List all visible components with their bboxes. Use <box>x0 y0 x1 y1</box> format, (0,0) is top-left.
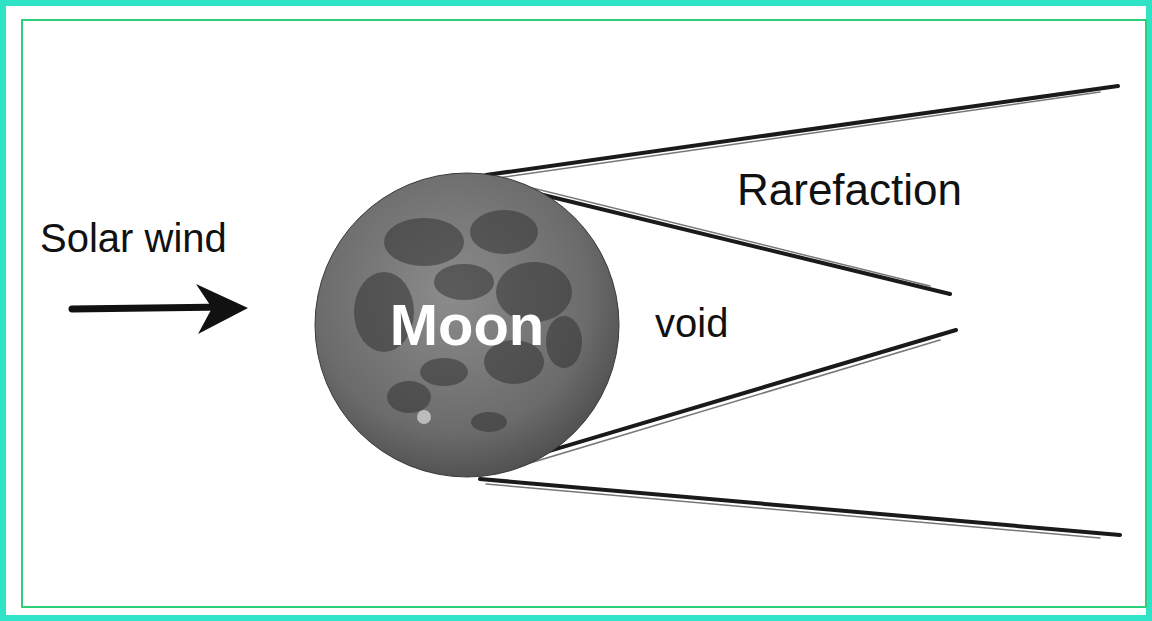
moon-circle: Moon <box>314 172 620 478</box>
moon-mare <box>546 316 582 368</box>
moon-crater <box>417 410 431 424</box>
outer-frame <box>3 3 1149 618</box>
moon-mare <box>384 218 464 266</box>
moon-mare <box>387 381 431 413</box>
moon-disc <box>315 173 619 477</box>
lower-outer-line-shade <box>486 484 1100 538</box>
moon-mare <box>470 210 538 254</box>
moon-mare <box>471 412 507 432</box>
upper-outer-line <box>486 86 1118 175</box>
arrow-head <box>196 284 248 334</box>
arrow-shaft <box>72 307 228 309</box>
lower-outer-line <box>480 479 1120 535</box>
moon-mare <box>420 358 468 386</box>
moon-mare <box>434 264 494 300</box>
moon-rim <box>315 173 619 477</box>
diagram-label: void <box>655 303 728 343</box>
diagram-label: Solar wind <box>40 218 227 258</box>
solar-wind-arrow <box>72 284 248 334</box>
moon-label: Moon <box>390 296 545 354</box>
upper-outer-line-shade <box>490 92 1100 179</box>
diagram-label: Rarefaction <box>737 168 962 212</box>
inner-frame <box>22 20 1146 607</box>
